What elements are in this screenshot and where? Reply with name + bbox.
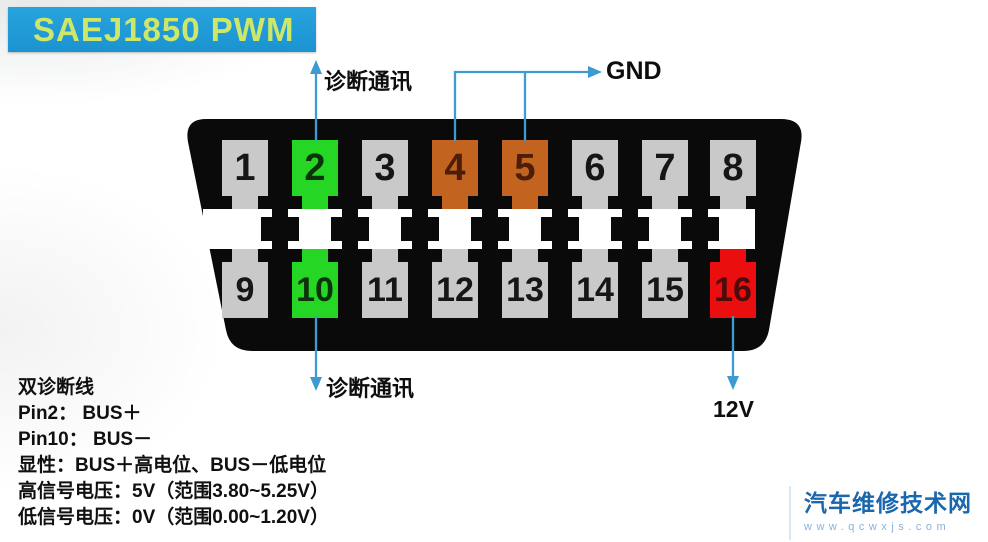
note-line: 双诊断线: [18, 377, 95, 398]
slot-tab-bottom: [611, 229, 649, 249]
note-line: 低信号电压：0V（范围0.00~1.20V）: [18, 507, 329, 528]
pin-16: 16: [710, 249, 756, 318]
pin-6-number: 6: [584, 147, 606, 189]
note-line: Pin10： BUS－: [18, 429, 153, 450]
slot-tab-top: [331, 209, 369, 229]
slot-tab-top: [261, 209, 299, 229]
pin-8: 8: [710, 140, 756, 209]
slot-tab-bottom: [471, 229, 509, 249]
pin-4: 4: [432, 140, 478, 209]
pin16-label: 12V: [713, 396, 754, 422]
note-line: 高信号电压：5V（范围3.80~5.25V）: [18, 481, 329, 502]
pin-7: 7: [642, 140, 688, 209]
slot-tab-top: [681, 209, 719, 229]
pin-5: 5: [502, 140, 548, 209]
pin-6: 6: [572, 140, 618, 209]
pin-8-number: 8: [722, 147, 744, 189]
pin-5-number: 5: [514, 147, 536, 189]
pin-3: 3: [362, 140, 408, 209]
pin-1-number: 1: [234, 147, 256, 189]
pin-15: 15: [642, 249, 688, 318]
slot-tab-bottom: [261, 229, 299, 249]
notes-block: 双诊断线 Pin2： BUS＋ Pin10： BUS－ 显性：BUS＋高电位、B…: [18, 375, 329, 531]
pin-2: 2: [292, 140, 338, 209]
slot-tab-top: [541, 209, 579, 229]
pin-15-number: 15: [646, 271, 684, 309]
pin-4-number: 4: [444, 147, 466, 189]
pin-14-number: 14: [576, 271, 614, 309]
pin-9: 9: [222, 249, 268, 318]
slot-tab-top: [471, 209, 509, 229]
page-title: SAEJ1850 PWM: [33, 10, 295, 48]
note-line: Pin2： BUS＋: [18, 403, 142, 424]
slot-tab-bottom: [681, 229, 719, 249]
slot-tab-bottom: [401, 229, 439, 249]
watermark-url: www.qcwxjs.com: [804, 521, 951, 533]
watermark-divider: [789, 486, 791, 540]
pin-2-number: 2: [304, 147, 326, 189]
title-banner: SAEJ1850 PWM: [8, 7, 316, 52]
pin-11: 11: [362, 249, 408, 318]
slot-tab-bottom: [331, 229, 369, 249]
pin-11-number: 11: [367, 271, 403, 309]
pin-10-number: 10: [296, 271, 334, 309]
pin-7-number: 7: [654, 147, 676, 189]
slot-tab-top: [401, 209, 439, 229]
pin-13: 13: [502, 249, 548, 318]
pin-10: 10: [292, 249, 338, 318]
pin-14: 14: [572, 249, 618, 318]
slot-tab-bottom: [541, 229, 579, 249]
pin-16-number: 16: [714, 271, 752, 309]
watermark-brand: 汽车维修技术网: [804, 490, 972, 516]
pin-13-number: 13: [506, 271, 544, 309]
pin-12-number: 12: [436, 271, 474, 309]
pin-12: 12: [432, 249, 478, 318]
pin-9-number: 9: [235, 271, 255, 309]
pin-1: 1: [222, 140, 268, 209]
pin-3-number: 3: [374, 147, 396, 189]
note-line: 显性：BUS＋高电位、BUS－低电位: [18, 455, 327, 476]
pin2-label: 诊断通讯: [324, 69, 413, 94]
gnd-label: GND: [606, 57, 662, 85]
watermark: 汽车维修技术网 www.qcwxjs.com: [804, 484, 972, 533]
pin10-label: 诊断通讯: [326, 376, 415, 401]
slot-tab-top: [611, 209, 649, 229]
